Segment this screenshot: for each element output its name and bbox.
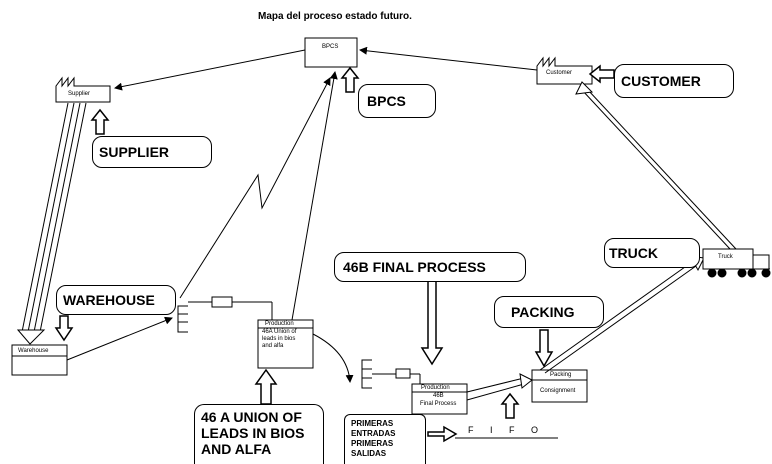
truck-to-customer-arrow — [575, 81, 737, 250]
bpcs-callout: BPCS — [358, 84, 436, 118]
packing-callout-arrow — [534, 329, 554, 368]
production-46b-title: Production — [421, 385, 450, 391]
electronic-info-line-46a — [179, 77, 331, 299]
supplier-callout: SUPPLIER — [92, 136, 212, 168]
supplier-factory-icon — [55, 76, 111, 103]
bpcs-node — [304, 37, 358, 68]
production-46a-to-bpcs-line — [291, 71, 338, 321]
customer-factory-icon — [536, 56, 593, 85]
bpcs-node-label: BPCS — [322, 44, 339, 50]
warehouse-callout-label: WAREHOUSE — [63, 292, 155, 308]
union-callout-line-3: AND ALFA — [201, 441, 272, 457]
kanban-46b-line — [372, 368, 421, 386]
diagram-title: Mapa del proceso estado futuro. — [258, 11, 412, 22]
supplier-callout-arrow — [90, 108, 110, 135]
union-callout-line-2: LEADS IN BIOS — [201, 425, 305, 441]
flow-46b-to-packing-arrow — [466, 373, 533, 401]
production-46b-node — [411, 383, 468, 415]
fifo-callout: PRIMERAS ENTRADAS PRIMERAS SALIDAS — [344, 414, 426, 464]
final-process-callout: 46B FINAL PROCESS — [334, 252, 526, 282]
kanban-46a-line — [188, 296, 273, 320]
fifo-callout-arrow — [427, 425, 458, 443]
packing-node-title: Packing — [550, 372, 572, 378]
warehouse-node-label: Warehouse — [18, 348, 49, 354]
truck-label: Truck — [718, 254, 733, 260]
union-callout: 46 A UNION OF LEADS IN BIOS AND ALFA — [194, 404, 324, 464]
fifo-up-arrow — [500, 392, 520, 419]
fifo-callout-line-1: PRIMERAS — [351, 419, 394, 428]
fifo-callout-line-3: PRIMERAS — [351, 439, 394, 448]
customer-callout-arrow — [588, 64, 615, 84]
packing-callout-label: PACKING — [511, 304, 575, 320]
warehouse-flow-line — [66, 316, 173, 361]
supplier-callout-label: SUPPLIER — [99, 144, 170, 160]
inventory-46a-icon — [177, 305, 188, 333]
supplier-to-warehouse-arrow — [16, 102, 87, 345]
final-process-callout-label: 46B FINAL PROCESS — [343, 259, 486, 275]
packing-node-subtitle: Consignment — [540, 388, 576, 394]
production-46a-title: Production — [265, 321, 294, 327]
bpcs-to-supplier-line — [114, 49, 306, 91]
truck-icon — [702, 248, 771, 278]
supplier-node-label: Supplier — [68, 91, 91, 97]
inventory-46b-icon — [361, 359, 372, 389]
packing-node — [531, 369, 588, 403]
bpcs-callout-label: BPCS — [367, 93, 406, 109]
bpcs-callout-arrow — [340, 66, 360, 93]
customer-callout-label: CUSTOMER — [621, 73, 701, 89]
warehouse-node — [11, 344, 68, 376]
production-46b-code: 46B — [433, 393, 444, 399]
fifo-label: F I F O — [468, 425, 538, 435]
union-callout-arrow — [254, 368, 278, 405]
production-46b-name: Final Process — [420, 401, 457, 407]
fifo-callout-line-2: ENTRADAS — [351, 429, 396, 438]
warehouse-callout: WAREHOUSE — [56, 285, 176, 315]
customer-node-label: Customer — [546, 70, 573, 76]
truck-callout-label: TRUCK — [609, 245, 658, 261]
warehouse-callout-arrow — [54, 315, 74, 342]
union-callout-line-1: 46 A UNION OF — [201, 409, 302, 425]
packing-callout: PACKING — [494, 296, 604, 328]
production-46a-description: 46A Union of leads in bios and alfa — [262, 329, 297, 349]
flow-46a-to-46b-curve — [312, 333, 354, 383]
customer-callout: CUSTOMER — [614, 64, 734, 98]
final-process-callout-arrow — [420, 279, 444, 366]
truck-callout: TRUCK — [604, 238, 700, 268]
customer-to-bpcs-line — [359, 46, 538, 71]
fifo-callout-line-4: SALIDAS — [351, 449, 387, 458]
